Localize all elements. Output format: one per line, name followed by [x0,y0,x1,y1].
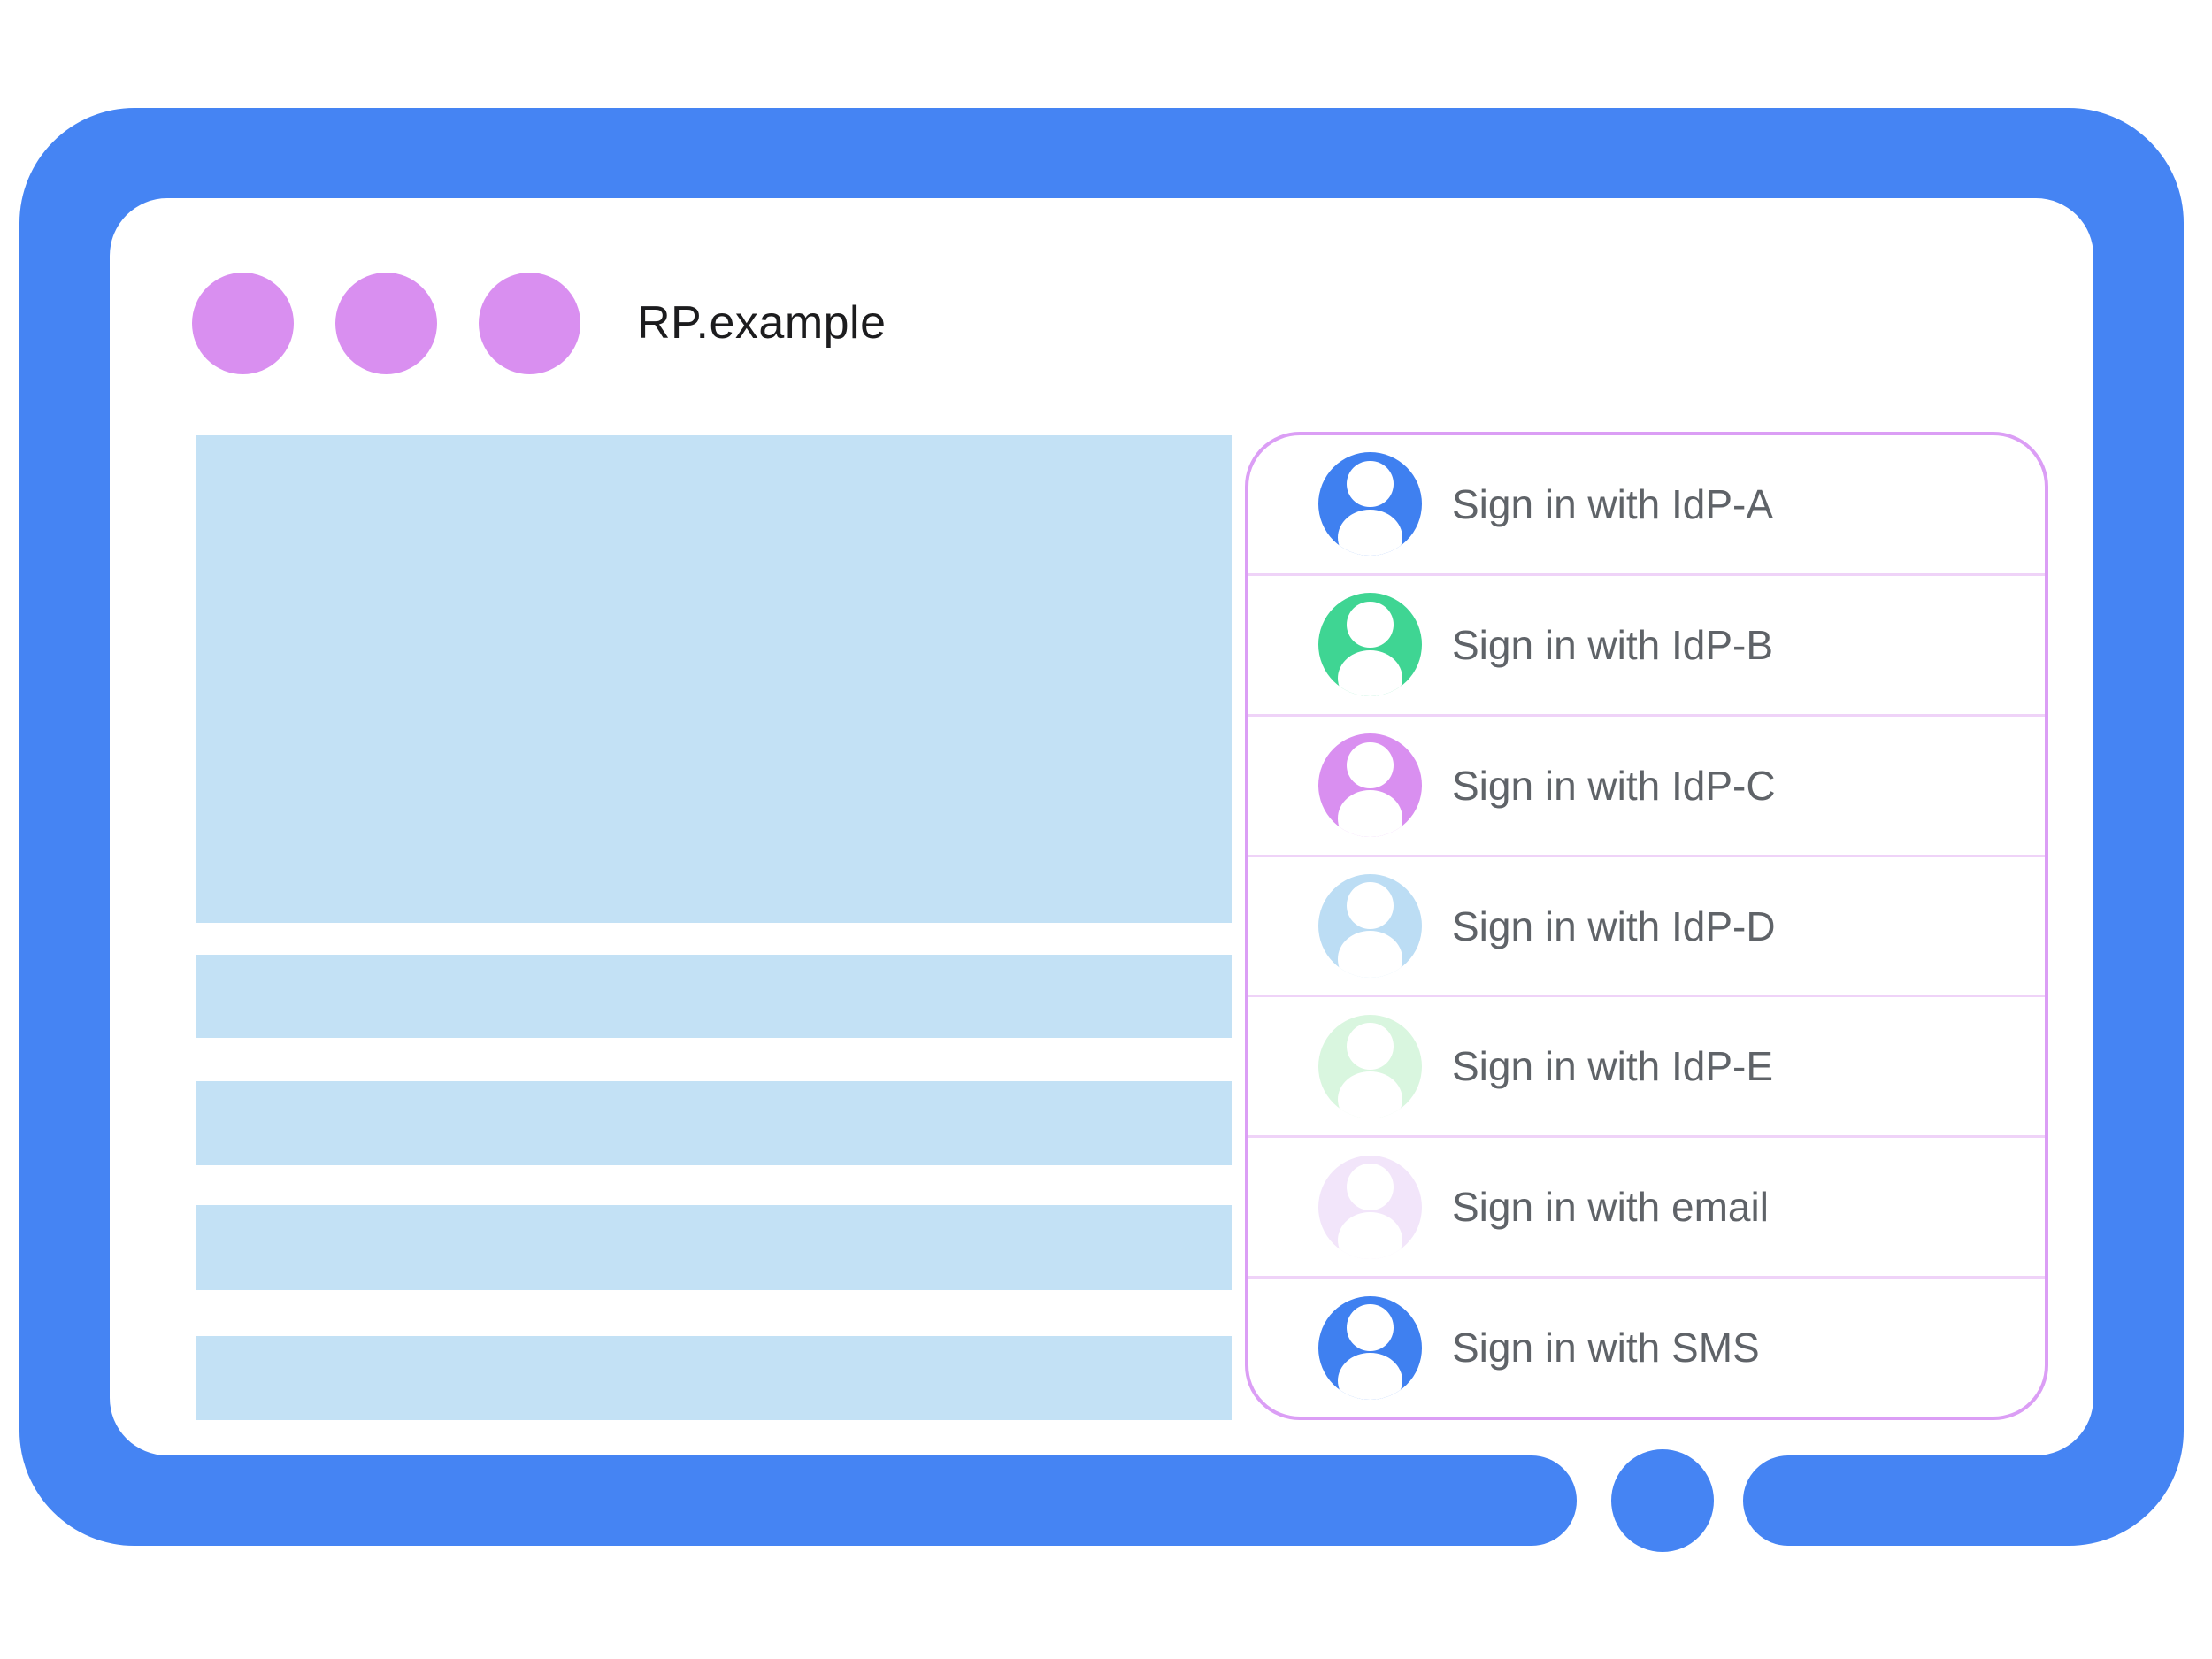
content-placeholder-bar [196,1336,1232,1420]
signin-option-label: Sign in with IdP-C [1452,762,1776,809]
signin-option-label: Sign in with IdP-E [1452,1043,1774,1090]
person-icon [1318,452,1422,557]
signin-option[interactable]: Sign in with IdP-B [1248,572,2045,714]
frame-notch-right-cap [1743,1455,1824,1546]
person-icon [1318,874,1422,978]
content-placeholder-bar [196,955,1232,1038]
person-icon [1318,593,1422,697]
signin-option[interactable]: Sign in with IdP-A [1248,435,2045,573]
window-control-dot[interactable] [335,273,437,374]
signin-option[interactable]: Sign in with IdP-D [1248,854,2045,995]
signin-option[interactable]: Sign in with IdP-E [1248,995,2045,1135]
signin-option[interactable]: Sign in with email [1248,1135,2045,1276]
person-icon [1318,1295,1422,1400]
window-controls [192,273,580,374]
signin-dialog: Sign in with IdP-A Sign in with IdP-B Si… [1245,432,2048,1420]
signin-option-label: Sign in with email [1452,1184,1769,1231]
person-icon [1318,1155,1422,1259]
site-label: RP.example [637,297,887,349]
signin-option-label: Sign in with IdP-A [1452,480,1774,527]
frame-notch-dot [1611,1449,1714,1552]
content-placeholder-hero [196,435,1232,923]
signin-option-label: Sign in with IdP-D [1452,902,1776,949]
person-icon [1318,733,1422,838]
window-control-dot[interactable] [479,273,580,374]
person-icon [1318,1014,1422,1118]
content-placeholder-bar [196,1205,1232,1290]
signin-option[interactable]: Sign in with SMS [1248,1276,2045,1417]
frame-notch-left-cap [1495,1455,1577,1546]
content-placeholder-bar [196,1081,1232,1165]
window-control-dot[interactable] [192,273,294,374]
signin-option-label: Sign in with IdP-B [1452,621,1774,668]
signin-option-label: Sign in with SMS [1452,1325,1760,1371]
signin-option[interactable]: Sign in with IdP-C [1248,713,2045,855]
